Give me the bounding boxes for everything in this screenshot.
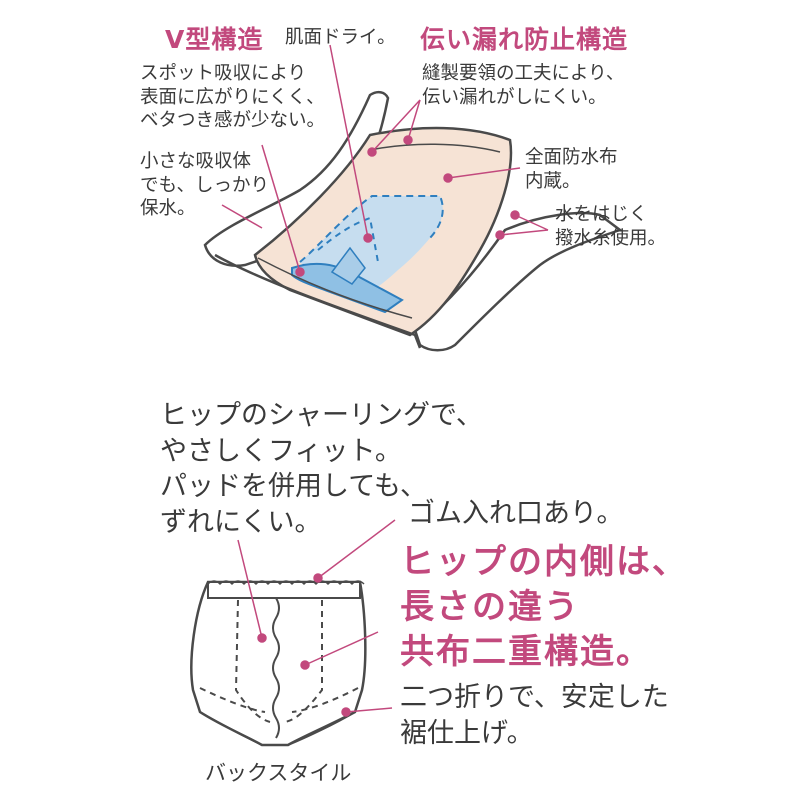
inner-layer-dash-left: [234, 599, 271, 723]
center-shirring: [272, 597, 280, 739]
waterproof-inner-edge: [369, 143, 501, 153]
small-absorber-label: 小さな吸収体 でも、しっかり 保水。: [140, 151, 269, 220]
leg-hem-left: [199, 711, 263, 746]
v-fold: [330, 246, 366, 285]
back-style-caption: バックスタイル: [205, 761, 352, 785]
absorber-dash-inner: [317, 216, 379, 263]
hem-description: 二つ折りで、安定した 裾仕上げ。: [400, 682, 669, 749]
stitch-line: [257, 257, 413, 319]
shirring-description: ヒップのシャーリングで、 やさしくフィット。 パッドを併用しても、 ずれにくい。: [160, 400, 483, 538]
waistband: [207, 581, 361, 599]
skin-dry-label: 肌面ドライ。: [285, 27, 396, 48]
bottom-edge: [214, 253, 422, 349]
leak-prevention-heading: 伝い漏れ防止構造: [420, 25, 629, 54]
v-structure-description: スポット吸収により 表面に広がりにくく、 ベタつき感が少ない。: [140, 63, 326, 132]
inner-layer-dash-right: [284, 600, 323, 723]
water-repellent-label: 水をはじく 撥水糸使用。: [555, 204, 667, 249]
elastic-opening-label: ゴム入れ口あり。: [408, 498, 624, 529]
inner-double-structure-heading: ヒップの内側は、 長さの違う 共布二重構造。: [400, 542, 688, 673]
leak-prevention-description: 縫製要領の工夫により、 伝い漏れがしにくい。: [422, 63, 625, 108]
hem-dash-right: [291, 687, 359, 713]
waterproof-label: 全面防水布 内蔵。: [525, 147, 618, 192]
v-pocket: [291, 262, 404, 314]
v-structure-heading: V型構造: [165, 25, 264, 54]
waistband-scallop: [207, 580, 365, 586]
